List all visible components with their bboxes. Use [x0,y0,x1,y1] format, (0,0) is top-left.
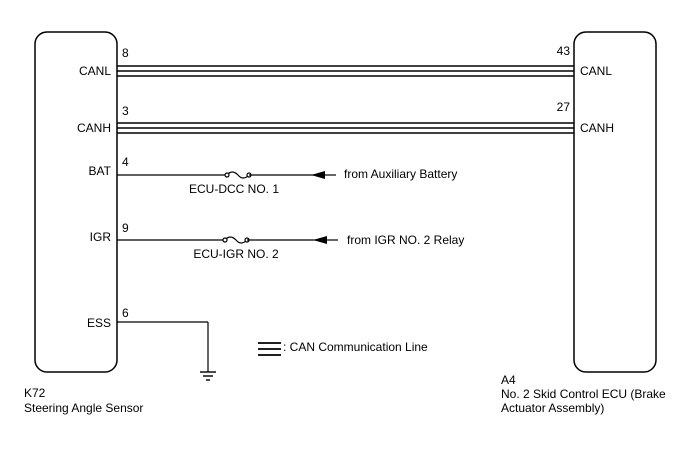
right-component-code: A4 [501,373,516,387]
right-label-canl: CANL [580,64,612,78]
ground-icon [200,371,216,381]
igr-arrow-icon [313,236,327,244]
right-pin-canl: 43 [557,44,571,58]
source-label-igr: from IGR NO. 2 Relay [347,233,464,247]
right-pin-canh: 27 [557,100,571,114]
fuse-label-bat: ECU-DCC NO. 1 [189,182,279,196]
canl-line [117,65,574,77]
right-component-name-line1: No. 2 Skid Control ECU (Brake [501,387,666,401]
left-label-canh: CANH [77,121,111,135]
can-line-legend-icon [258,342,281,356]
steering-angle-sensor-box [34,31,118,373]
left-component-name: Steering Angle Sensor [24,401,143,415]
left-pin-bat: 4 [122,155,129,169]
left-pin-ess: 6 [122,306,129,320]
right-component-name-line2: Actuator Assembly) [501,401,604,415]
bat-arrow-icon [311,171,325,179]
fuse-label-igr: ECU-IGR NO. 2 [193,247,279,261]
canh-line [117,122,574,134]
left-pin-igr: 9 [122,221,129,235]
left-label-ess: ESS [87,316,111,330]
left-label-igr: IGR [90,230,112,244]
right-label-canh: CANH [580,121,614,135]
left-pin-canh: 3 [122,104,129,118]
left-component-code: K72 [24,386,46,400]
igr-line [117,236,322,244]
bat-line [117,171,320,179]
skid-control-ecu-box [573,31,657,373]
left-label-canl: CANL [79,64,111,78]
ess-line [117,321,209,372]
source-label-bat: from Auxiliary Battery [344,167,457,181]
left-label-bat: BAT [89,164,112,178]
left-pin-canl: 8 [122,46,129,60]
legend-text: : CAN Communication Line [283,340,428,354]
